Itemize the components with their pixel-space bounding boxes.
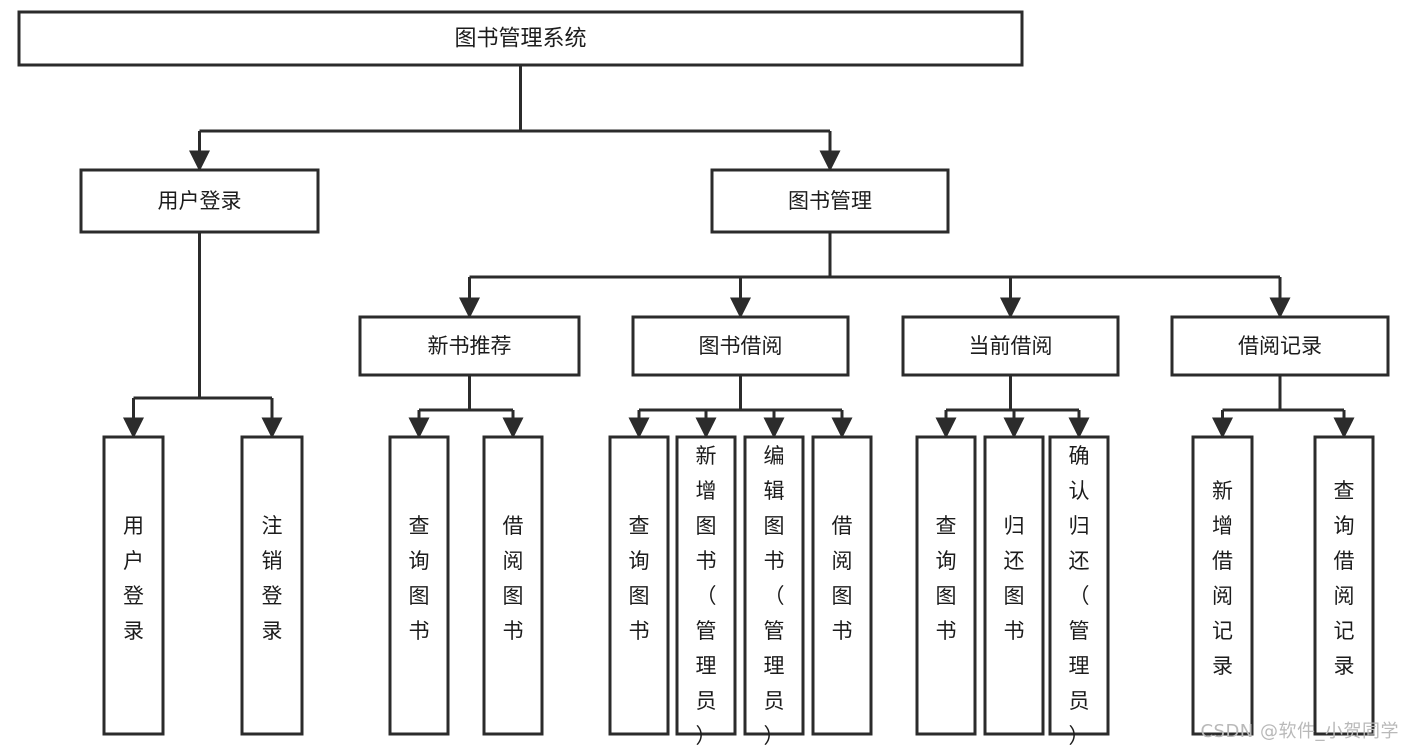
node-layer: 图书管理系统用户登录图书管理新书推荐图书借阅当前借阅借阅记录用户登录注销登录查询… [17, 10, 1390, 747]
node-label: 当前借阅 [969, 334, 1053, 358]
node-box[interactable] [1048, 435, 1110, 736]
node-label: 查询图书 [409, 514, 430, 643]
node-box[interactable] [482, 435, 544, 736]
node-leaf-12[interactable]: 查询借阅记录 [1313, 435, 1375, 736]
node-label: 借阅记录 [1238, 334, 1322, 358]
node-level2-1[interactable]: 图书管理 [710, 168, 950, 234]
node-leaf-2[interactable]: 查询图书 [388, 435, 450, 736]
node-level3-3[interactable]: 借阅记录 [1170, 315, 1390, 377]
node-box[interactable] [240, 435, 304, 736]
node-label: 编辑图书（管理员） [764, 444, 785, 747]
node-label: 借阅图书 [503, 514, 524, 643]
node-root-0[interactable]: 图书管理系统 [17, 10, 1024, 67]
node-label: 用户登录 [123, 514, 144, 643]
node-box[interactable] [675, 435, 737, 736]
node-level3-0[interactable]: 新书推荐 [358, 315, 581, 377]
csdn-watermark: CSDN @软件_小贺同学 [1200, 721, 1399, 742]
node-leaf-0[interactable]: 用户登录 [102, 435, 165, 736]
node-box[interactable] [710, 168, 950, 234]
node-leaf-9[interactable]: 归还图书 [983, 435, 1045, 736]
node-label: 归还图书 [1004, 514, 1025, 643]
node-label: 借阅图书 [832, 514, 853, 643]
node-leaf-3[interactable]: 借阅图书 [482, 435, 544, 736]
node-label: 查询借阅记录 [1334, 479, 1355, 678]
node-label: 注销登录 [262, 514, 283, 643]
node-label: 确认归还（管理员） [1069, 444, 1090, 747]
node-box[interactable] [901, 315, 1120, 377]
node-box[interactable] [811, 435, 873, 736]
node-leaf-7[interactable]: 借阅图书 [811, 435, 873, 736]
node-box[interactable] [358, 315, 581, 377]
edge-layer [123, 65, 1355, 439]
node-box[interactable] [102, 435, 165, 736]
node-box[interactable] [983, 435, 1045, 736]
node-box[interactable] [388, 435, 450, 736]
node-label: 新书推荐 [428, 334, 512, 358]
node-level3-2[interactable]: 当前借阅 [901, 315, 1120, 377]
node-leaf-10[interactable]: 确认归还（管理员） [1048, 435, 1110, 747]
node-label: 图书管理系统 [454, 27, 586, 52]
node-leaf-11[interactable]: 新增借阅记录 [1191, 435, 1254, 736]
node-label: 查询图书 [629, 514, 650, 643]
node-label: 图书管理 [788, 189, 872, 213]
node-label: 用户登录 [158, 189, 242, 213]
node-leaf-4[interactable]: 查询图书 [608, 435, 670, 736]
node-box[interactable] [1170, 315, 1390, 377]
node-leaf-8[interactable]: 查询图书 [915, 435, 977, 736]
node-leaf-5[interactable]: 新增图书（管理员） [675, 435, 737, 747]
node-box[interactable] [915, 435, 977, 736]
node-box[interactable] [79, 168, 320, 234]
node-level3-1[interactable]: 图书借阅 [631, 315, 850, 377]
node-box[interactable] [743, 435, 805, 736]
node-box[interactable] [631, 315, 850, 377]
node-box[interactable] [608, 435, 670, 736]
node-label: 查询图书 [936, 514, 957, 643]
node-box[interactable] [1313, 435, 1375, 736]
node-label: 新增图书（管理员） [696, 444, 717, 747]
node-box[interactable] [17, 10, 1024, 67]
node-leaf-6[interactable]: 编辑图书（管理员） [743, 435, 805, 747]
node-label: 图书借阅 [699, 334, 783, 358]
node-leaf-1[interactable]: 注销登录 [240, 435, 304, 736]
node-box[interactable] [1191, 435, 1254, 736]
node-level2-0[interactable]: 用户登录 [79, 168, 320, 234]
node-label: 新增借阅记录 [1212, 479, 1233, 678]
